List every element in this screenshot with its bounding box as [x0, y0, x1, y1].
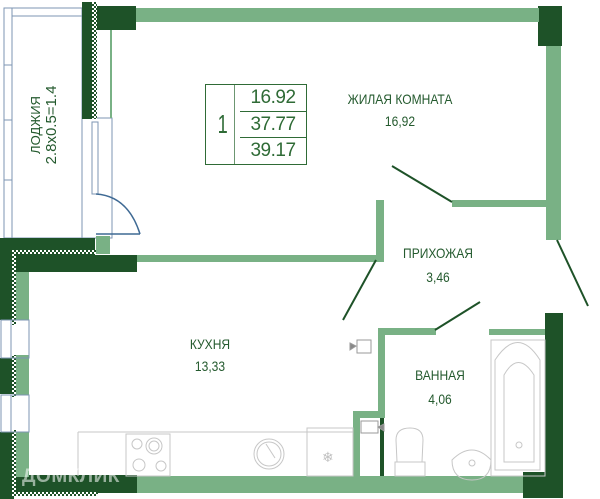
vent-units	[349, 339, 385, 434]
loggia-area: 2.8x0.5=1.4	[43, 85, 60, 165]
room-name: ПРИХОЖАЯ	[403, 245, 473, 261]
room-label-living: ЖИЛАЯ КОМНАТА 16,92	[340, 91, 460, 129]
toilet	[394, 427, 426, 477]
washbasin	[451, 449, 492, 481]
exterior-walls	[0, 2, 563, 499]
room-name: ЖИЛАЯ КОМНАТА	[347, 91, 453, 107]
area-legend: 1 16.92 37.77 39.17	[205, 84, 307, 165]
bathtub	[490, 339, 546, 477]
window-jamb	[110, 30, 112, 118]
total-area-value: 37.77	[240, 112, 306, 139]
room-area: 4,06	[428, 391, 452, 407]
room-area: 13,33	[194, 358, 226, 374]
bathroom-door-jamb	[380, 418, 384, 476]
total-with-loggia-value: 39.17	[250, 140, 296, 162]
room-area: 3,46	[426, 269, 450, 285]
door-swings	[342, 165, 589, 331]
insulation-hatch	[12, 2, 98, 498]
living-area-value: 16.92	[240, 85, 306, 112]
room-name: ВАННАЯ	[415, 367, 465, 383]
rooms-count: 1	[211, 85, 235, 164]
room-label-kitchen: КУХНЯ 13,33	[180, 336, 240, 374]
watermark: ДОМКЛИК	[22, 466, 120, 487]
svg-text:❄: ❄	[322, 449, 334, 465]
room-label-bathroom: ВАННАЯ 4,06	[406, 367, 475, 407]
loggia-label: ЛОДЖИЯ 2.8x0.5=1.4	[0, 85, 99, 165]
room-area: 16,92	[384, 113, 416, 129]
room-name: КУХНЯ	[189, 336, 231, 352]
balcony-door	[95, 193, 141, 235]
kitchen-windows	[0, 319, 30, 433]
room-label-hallway: ПРИХОЖАЯ 3,46	[395, 245, 481, 285]
interior-walls	[16, 8, 561, 493]
kitchen-counter: ❄	[77, 427, 354, 477]
loggia-name: ЛОДЖИЯ	[28, 96, 43, 154]
